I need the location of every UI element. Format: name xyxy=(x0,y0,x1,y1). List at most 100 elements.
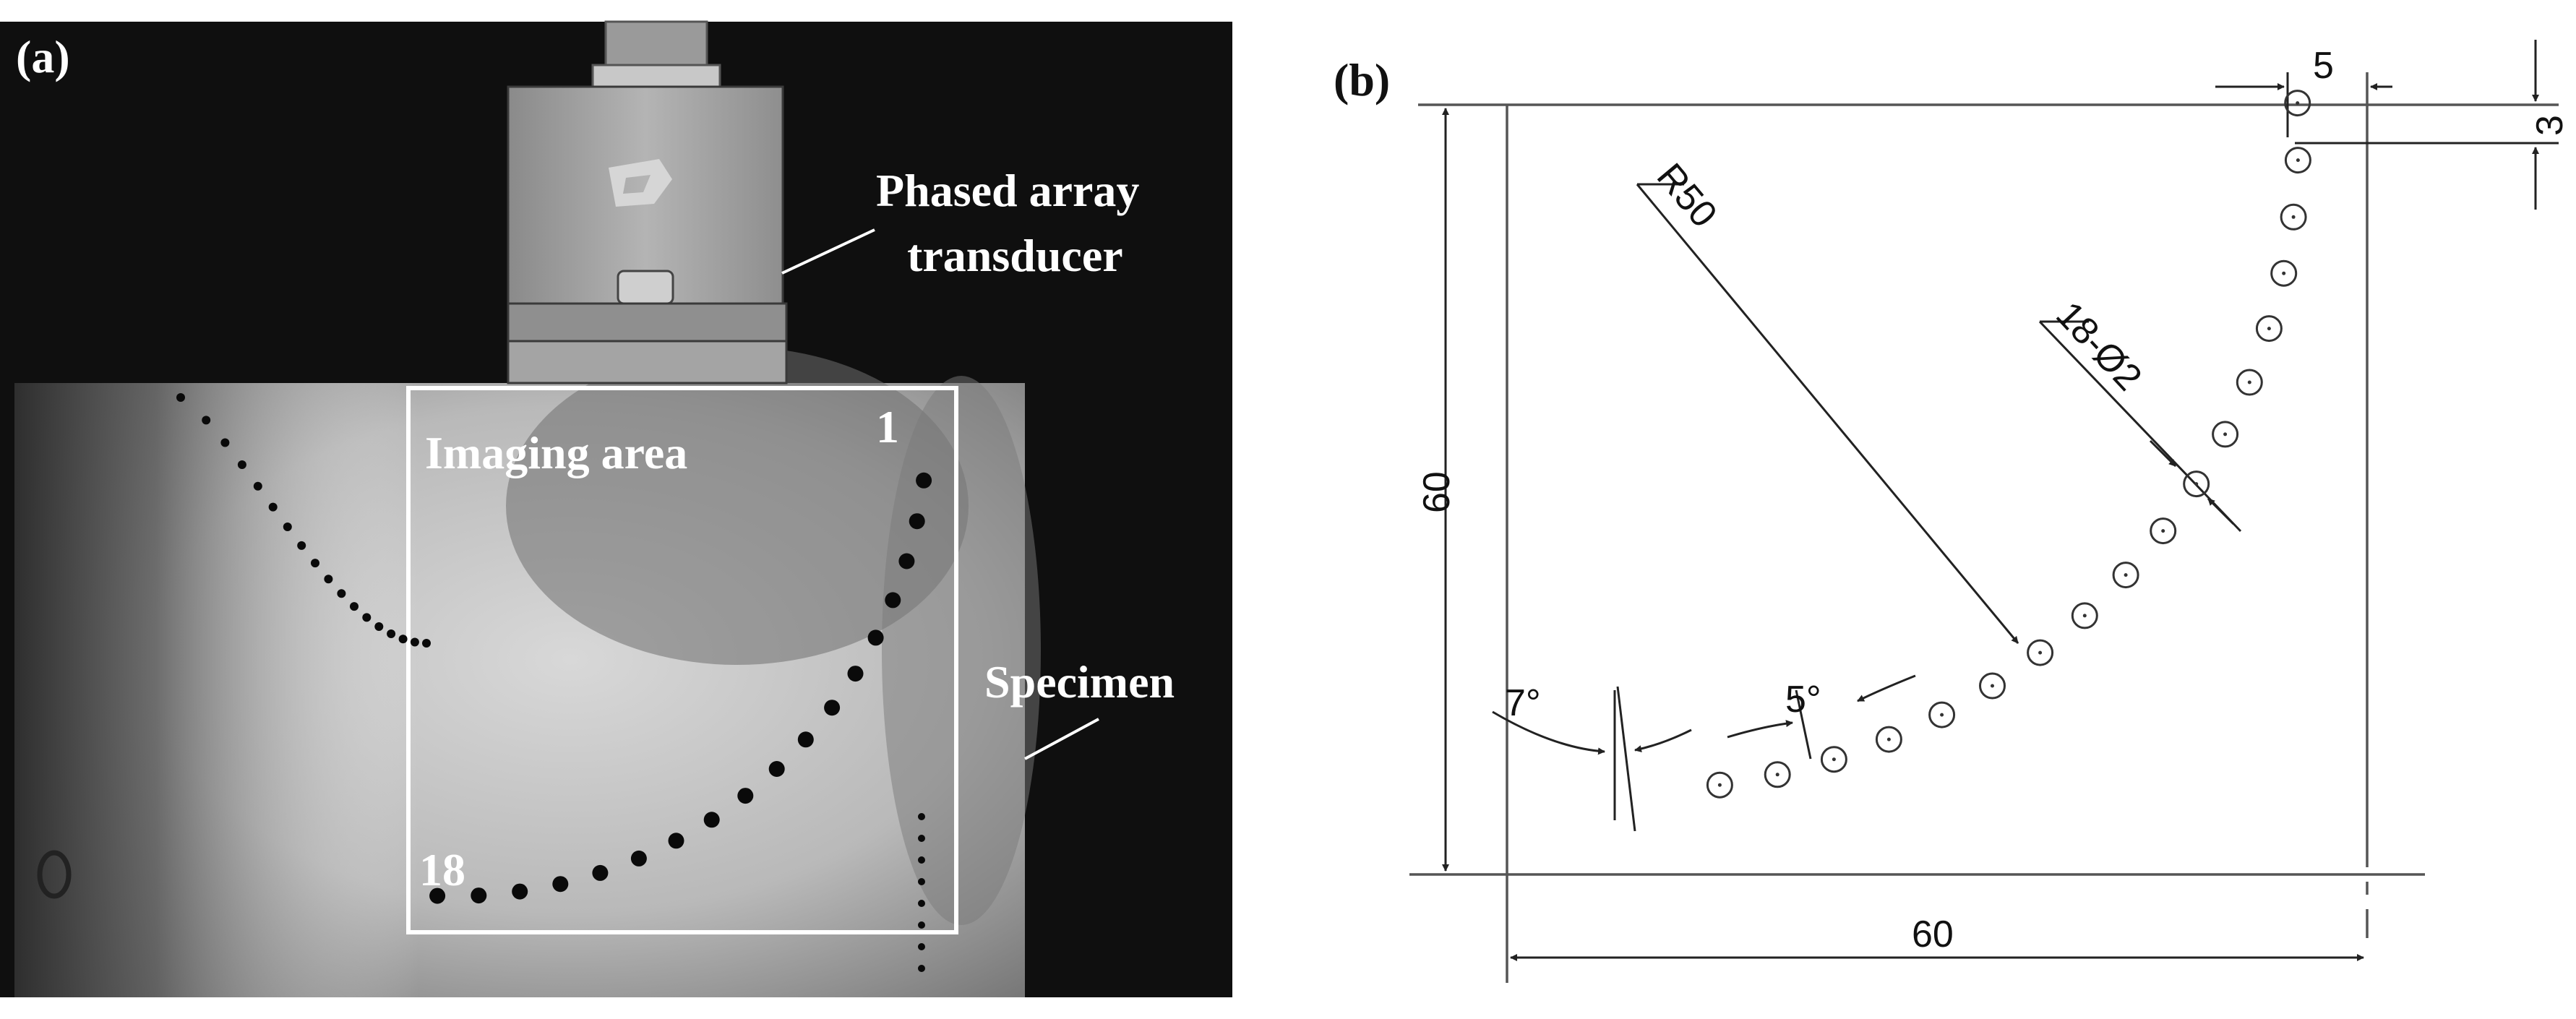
other-holes-photo xyxy=(176,393,925,972)
transducer-connector-band xyxy=(591,64,721,88)
hole-drawing-center xyxy=(2082,614,2087,618)
hole-photo-outside xyxy=(311,559,319,568)
hole-drawing-center xyxy=(2267,327,2271,331)
hole-drawing-center xyxy=(1991,684,1994,688)
hole-photo-outside xyxy=(918,856,925,864)
hole-photo xyxy=(898,553,915,569)
specimen-label: Specimen xyxy=(984,656,1175,708)
specimen-leader xyxy=(1024,718,1099,760)
hole-photo xyxy=(429,887,446,904)
hole-photo-outside xyxy=(918,835,925,842)
hole-photo-outside xyxy=(387,629,396,638)
hole-photo xyxy=(824,700,841,716)
hole-photo xyxy=(703,812,720,828)
hole-photo-outside xyxy=(350,602,359,611)
hole-photo-outside xyxy=(324,575,333,584)
hole-drawing xyxy=(1820,746,1847,773)
hole-photo-outside xyxy=(918,965,925,972)
panel-b-drawing: (b) 60 60 5 3 R50 18-Ø2 xyxy=(1334,40,2571,983)
hole-drawing xyxy=(2212,421,2239,448)
hole-photo xyxy=(471,887,487,904)
hole-photo-outside xyxy=(918,943,925,950)
hole-photo-outside xyxy=(268,502,278,512)
hole-drawing-center xyxy=(2161,529,2165,533)
hole-photo xyxy=(847,666,864,682)
hole-photo xyxy=(909,513,925,530)
hole-spec-arrow-out xyxy=(2207,497,2235,525)
hole-photo xyxy=(916,472,932,489)
transducer-label-line1: Phased array xyxy=(876,165,1139,216)
offset-x-label: 5 xyxy=(2313,45,2334,87)
hole-drawing xyxy=(1706,771,1733,799)
hole-drawing xyxy=(2183,470,2210,498)
hole-photo-outside xyxy=(398,635,408,644)
transducer-logo xyxy=(609,159,672,207)
hole-drawing xyxy=(1928,701,1956,728)
transducer-label-line2: transducer xyxy=(907,230,1123,281)
hole-drawing-center xyxy=(1940,713,1944,717)
hole-drawing xyxy=(1875,726,1902,753)
hole-drawing-center xyxy=(2296,101,2300,106)
specimen-mark xyxy=(37,850,72,899)
hole-photo xyxy=(867,629,884,646)
hole-photo xyxy=(737,788,754,804)
hole-drawing-center xyxy=(2124,573,2128,577)
hole-photo-outside xyxy=(918,921,925,929)
hole-drawing-center xyxy=(2038,650,2043,655)
hole-photo xyxy=(552,876,569,893)
hole-photo xyxy=(592,864,609,881)
hole-drawing-center xyxy=(2194,482,2199,486)
hole-drawing-center xyxy=(2296,158,2300,163)
hole-drawing-center xyxy=(2223,432,2228,437)
panel-a-photo: (a) Phased array transducer Imaging area… xyxy=(0,20,1232,997)
imaging-area-box xyxy=(406,386,958,934)
imaging-area-label: Imaging area xyxy=(425,427,687,478)
hole-drawing-center xyxy=(1886,737,1891,741)
hole-drawing-center xyxy=(2291,215,2296,219)
hole-drawing xyxy=(2255,315,2283,343)
specimen-stain xyxy=(506,347,969,665)
hole-label-last: 18 xyxy=(419,844,465,895)
height-dimension-label: 60 xyxy=(1416,471,1458,513)
hole-photo-outside xyxy=(297,541,306,550)
angle-step-radial xyxy=(1795,689,1812,760)
angle-start-arc-right xyxy=(1634,728,1692,753)
hole-drawing-center xyxy=(2282,271,2286,275)
hole-photo xyxy=(797,731,814,748)
angle-step-arc-right xyxy=(1857,674,1916,702)
drilled-holes-drawing xyxy=(1706,90,2311,799)
hole-label-first: 1 xyxy=(876,401,899,452)
hole-drawing xyxy=(2027,639,2054,666)
hole-drawing xyxy=(2112,562,2139,589)
panel-b-label: (b) xyxy=(1334,54,1390,106)
hole-drawing xyxy=(2270,259,2298,287)
hole-drawing xyxy=(1764,761,1791,788)
hole-drawing xyxy=(1979,672,2006,700)
angle-start-arc xyxy=(1492,710,1605,755)
hole-drawing xyxy=(2284,90,2311,117)
angle-start-radial-line xyxy=(1616,686,1636,832)
hole-drawing-center xyxy=(1775,773,1779,777)
specimen-shadow xyxy=(14,383,419,997)
transducer-leader xyxy=(781,228,875,275)
angle-step-arc-left xyxy=(1727,720,1793,739)
hole-photo-outside xyxy=(237,460,246,469)
hole-photo-outside xyxy=(918,900,925,907)
hole-photo-outside xyxy=(220,438,230,447)
hole-photo-outside xyxy=(410,637,419,647)
transducer-button xyxy=(617,270,674,305)
hole-drawing xyxy=(2071,602,2098,629)
hole-photo-outside xyxy=(362,613,372,622)
panel-a-label: (a) xyxy=(16,31,70,82)
hole-photo-outside xyxy=(918,813,925,820)
hole-photo-outside xyxy=(253,481,262,491)
hole-photo-outside xyxy=(202,416,211,425)
transducer-wedge xyxy=(507,340,788,384)
offset-y-label: 3 xyxy=(2529,115,2571,136)
hole-photo-outside xyxy=(283,523,292,531)
width-dimension-label: 60 xyxy=(1912,913,1954,955)
hole-photo xyxy=(885,592,901,609)
hole-photo-outside xyxy=(918,878,925,885)
hole-photo xyxy=(768,761,785,777)
